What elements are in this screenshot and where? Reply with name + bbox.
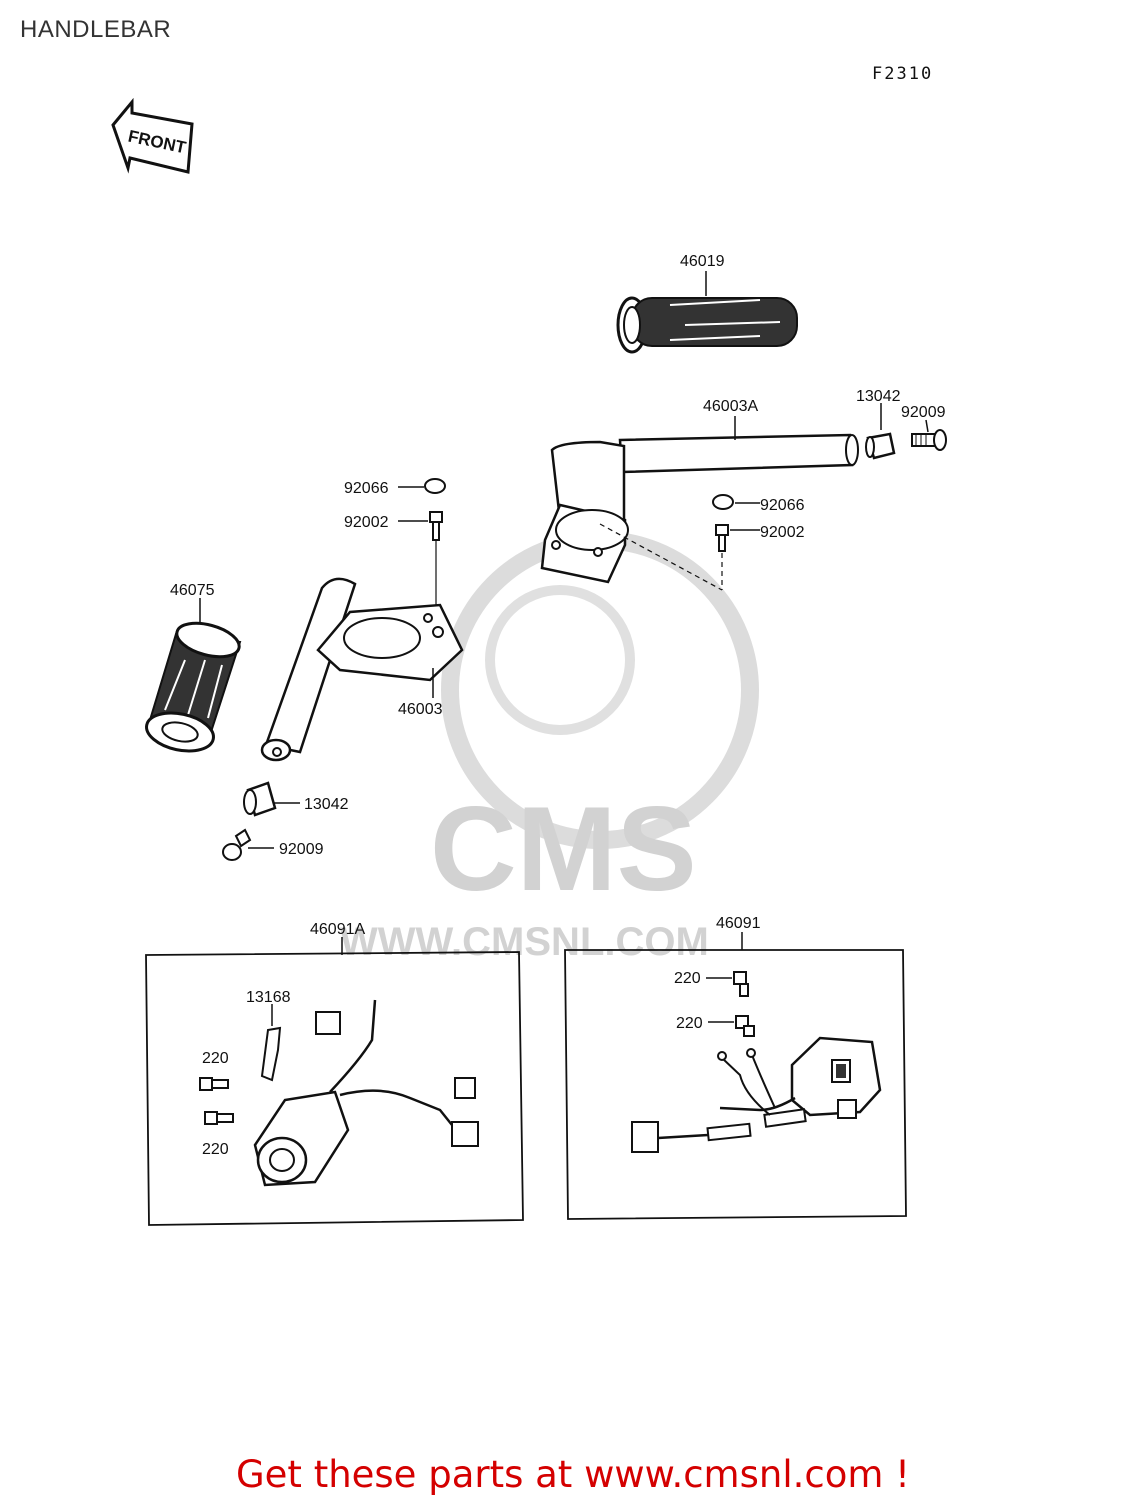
left-grip — [145, 598, 242, 753]
left-handlebar — [260, 577, 464, 762]
part-label-92002-left: 92002 — [344, 514, 389, 531]
part-label-92066-left: 92066 — [344, 480, 389, 497]
figure-code: F2310 — [872, 64, 934, 84]
part-label-46091: 46091 — [716, 915, 761, 932]
right-handlebar — [540, 416, 859, 591]
right-switch-housing — [631, 1036, 882, 1153]
left-bolt — [398, 511, 443, 620]
part-label-46003: 46003 — [398, 701, 443, 718]
left-switch-screw-lower — [204, 1111, 234, 1125]
left-switch-screw-upper — [199, 1077, 229, 1091]
part-label-92066-right: 92066 — [760, 497, 805, 514]
left-cap — [398, 478, 446, 494]
right-switch-screw-lower — [708, 1015, 755, 1037]
right-bar-end-screw — [911, 419, 947, 451]
right-cap — [712, 494, 760, 510]
part-label-92009-right: 92009 — [901, 404, 946, 421]
part-label-220-b: 220 — [202, 1141, 229, 1158]
part-label-220-d: 220 — [676, 1015, 703, 1032]
page-title: HANDLEBAR — [20, 16, 172, 43]
right-bar-end — [865, 403, 896, 460]
left-bar-end-screw — [222, 828, 274, 861]
part-label-13042-left: 13042 — [304, 796, 349, 813]
right-switch-screw-upper — [706, 971, 749, 997]
part-label-220-c: 220 — [674, 970, 701, 987]
part-label-92002-right: 92002 — [760, 524, 805, 541]
part-label-46003A: 46003A — [703, 398, 758, 415]
front-arrow-icon: FRONT — [111, 97, 194, 174]
cms-watermark: CMS WWW.CMSNL.COM — [340, 531, 759, 964]
right-switch-assembly-box — [564, 932, 907, 1220]
watermark-url: WWW.CMSNL.COM — [340, 920, 709, 964]
part-label-13168: 13168 — [246, 989, 291, 1006]
watermark-brand: CMS — [430, 782, 697, 916]
footer-shop-link[interactable]: Get these parts at www.cmsnl.com ! — [235, 1453, 910, 1496]
left-switch-housing — [253, 999, 479, 1187]
right-grip — [616, 271, 798, 354]
part-label-46091A: 46091A — [310, 921, 365, 938]
part-label-13042-right: 13042 — [856, 388, 901, 405]
left-switch-assembly-box — [145, 937, 524, 1226]
right-bolt — [715, 524, 760, 590]
part-label-220-a: 220 — [202, 1050, 229, 1067]
left-bar-end — [243, 781, 300, 817]
part-label-46075: 46075 — [170, 582, 215, 599]
part-label-46019: 46019 — [680, 253, 725, 270]
part-label-92009-left: 92009 — [279, 841, 324, 858]
